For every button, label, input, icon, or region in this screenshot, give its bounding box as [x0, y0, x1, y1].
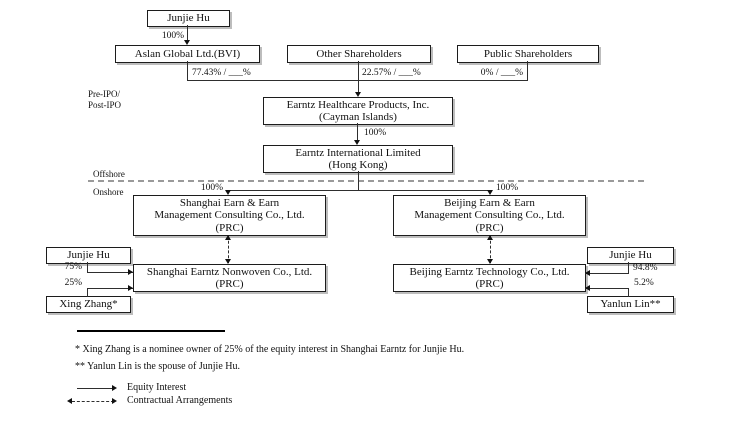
footnote-separator [77, 330, 225, 332]
connector-junjie-to-aslan [187, 25, 188, 41]
contractual-link-beijing [490, 236, 491, 263]
connector-healthcare-to-international [357, 123, 358, 142]
arrowhead-up-icon [225, 235, 231, 240]
connector-aslan-drop [187, 61, 188, 81]
region-label-offshore: Offshore [93, 169, 125, 179]
node-label-line1: Shanghai Earntz Nonwoven Co., Ltd. [146, 265, 313, 278]
connector-to-healthcare [358, 61, 359, 94]
node-label: Other Shareholders [316, 47, 402, 60]
region-label-onshore: Onshore [93, 187, 124, 197]
arrowhead-right-icon [128, 285, 133, 291]
edge-label-public-pct: 0% / ___% [480, 68, 523, 78]
node-label-line3: (PRC) [215, 221, 244, 234]
footnote-1: * Xing Zhang is a nominee owner of 25% o… [75, 344, 465, 355]
node-shanghai-consulting: Shanghai Earn & Earn Management Consulti… [133, 195, 326, 236]
legend-contractual-label: Contractual Arrangements [127, 395, 233, 406]
node-label: Aslan Global Ltd.(BVI) [134, 47, 241, 60]
node-shanghai-nonwoven: Shanghai Earntz Nonwoven Co., Ltd. (PRC) [133, 264, 326, 292]
arrowhead-down-icon [184, 40, 190, 45]
node-label: Xing Zhang* [59, 298, 118, 310]
edge-label-other-pct: 22.57% / ___% [362, 68, 421, 78]
node-beijing-consulting: Beijing Earn & Earn Management Consultin… [393, 195, 586, 236]
connector-international-drop [358, 171, 359, 191]
node-earntz-international: Earntz International Limited (Hong Kong) [263, 145, 453, 173]
arrowhead-right-icon [128, 269, 133, 275]
node-label-line2: Management Consulting Co., Ltd. [414, 209, 565, 222]
connector-junjie-left-drop [87, 262, 88, 273]
legend-equity-line [77, 388, 115, 389]
edge-label-948pct: 94.8% [633, 263, 658, 273]
node-label-line3: (PRC) [475, 221, 504, 234]
arrowhead-right-icon [112, 385, 117, 391]
node-xing-zhang: Xing Zhang* [46, 296, 131, 313]
edge-label-100-beijing: 100% [496, 183, 519, 193]
arrowhead-up-icon [487, 235, 493, 240]
node-label: Junjie Hu [67, 249, 110, 261]
node-junjie-hu-top: Junjie Hu [147, 10, 230, 27]
node-label: Junjie Hu [167, 12, 210, 24]
node-label-line2: (PRC) [475, 278, 504, 290]
legend-equity-label: Equity Interest [127, 382, 187, 393]
edge-label-aslan-pct: 77.43% / ___% [192, 68, 251, 78]
arrowhead-down-icon [225, 259, 231, 264]
connector-xing-rise [87, 288, 88, 297]
node-label: Yanlun Lin** [600, 298, 661, 310]
connector-public-drop [527, 61, 528, 81]
connector-xing-into-nonwoven [87, 288, 133, 289]
offshore-onshore-divider [88, 180, 644, 182]
post-ipo-line: Post-IPO [88, 100, 122, 110]
connector-yanlun-rise [628, 288, 629, 297]
node-label-line2: (PRC) [215, 278, 244, 290]
node-public-shareholders: Public Shareholders [457, 45, 599, 63]
pre-ipo-line: Pre-IPO/ [88, 89, 120, 99]
connector-yanlun-into-tech [585, 288, 629, 289]
node-label-line2: Management Consulting Co., Ltd. [154, 209, 305, 222]
node-label-line1: Shanghai Earn & Earn [179, 196, 280, 209]
edge-label-100-top: 100% [161, 31, 184, 41]
node-label-line1: Earntz Healthcare Products, Inc. [286, 98, 430, 111]
node-label: Junjie Hu [609, 249, 652, 261]
arrowhead-down-icon [354, 140, 360, 145]
node-earntz-healthcare: Earntz Healthcare Products, Inc. (Cayman… [263, 97, 453, 125]
node-label-line2: (Hong Kong) [328, 159, 388, 171]
legend-contractual-line [72, 401, 114, 402]
footnote-2: ** Yanlun Lin is the spouse of Junjie Hu… [75, 361, 240, 372]
edge-label-52pct: 5.2% [634, 278, 654, 288]
connector-consulting-bus [228, 190, 491, 191]
connector-shareholder-bus [187, 80, 528, 81]
node-other-shareholders: Other Shareholders [287, 45, 431, 63]
connector-junjie-left-into-nonwoven [87, 272, 133, 273]
arrowhead-down-icon [487, 190, 493, 195]
region-label-pre-ipo: Pre-IPO/ Post-IPO [88, 89, 121, 111]
node-yanlun-lin: Yanlun Lin** [587, 296, 674, 313]
arrowhead-left-icon [585, 285, 590, 291]
arrowhead-right-icon [112, 398, 117, 404]
edge-label-100-shanghai: 100% [200, 183, 223, 193]
edge-label-25pct: 25% [64, 278, 82, 288]
arrowhead-left-icon [585, 270, 590, 276]
node-label-line1: Earntz International Limited [295, 146, 421, 159]
node-junjie-hu-left: Junjie Hu [46, 247, 131, 264]
node-label-line2: (Cayman Islands) [319, 111, 397, 123]
arrowhead-left-icon [67, 398, 72, 404]
arrowhead-down-icon [355, 92, 361, 97]
node-junjie-hu-right: Junjie Hu [587, 247, 674, 264]
node-label-line1: Beijing Earntz Technology Co., Ltd. [409, 265, 570, 278]
node-label-line1: Beijing Earn & Earn [444, 196, 535, 209]
arrowhead-down-icon [225, 190, 231, 195]
contractual-link-shanghai [228, 236, 229, 263]
node-beijing-technology: Beijing Earntz Technology Co., Ltd. (PRC… [393, 264, 586, 292]
connector-junjie-right-drop [628, 262, 629, 274]
node-label: Public Shareholders [483, 47, 573, 60]
edge-label-75pct: 75% [64, 262, 82, 272]
edge-label-100-mid: 100% [364, 128, 387, 138]
connector-junjie-right-into-tech [585, 273, 629, 274]
arrowhead-down-icon [487, 259, 493, 264]
